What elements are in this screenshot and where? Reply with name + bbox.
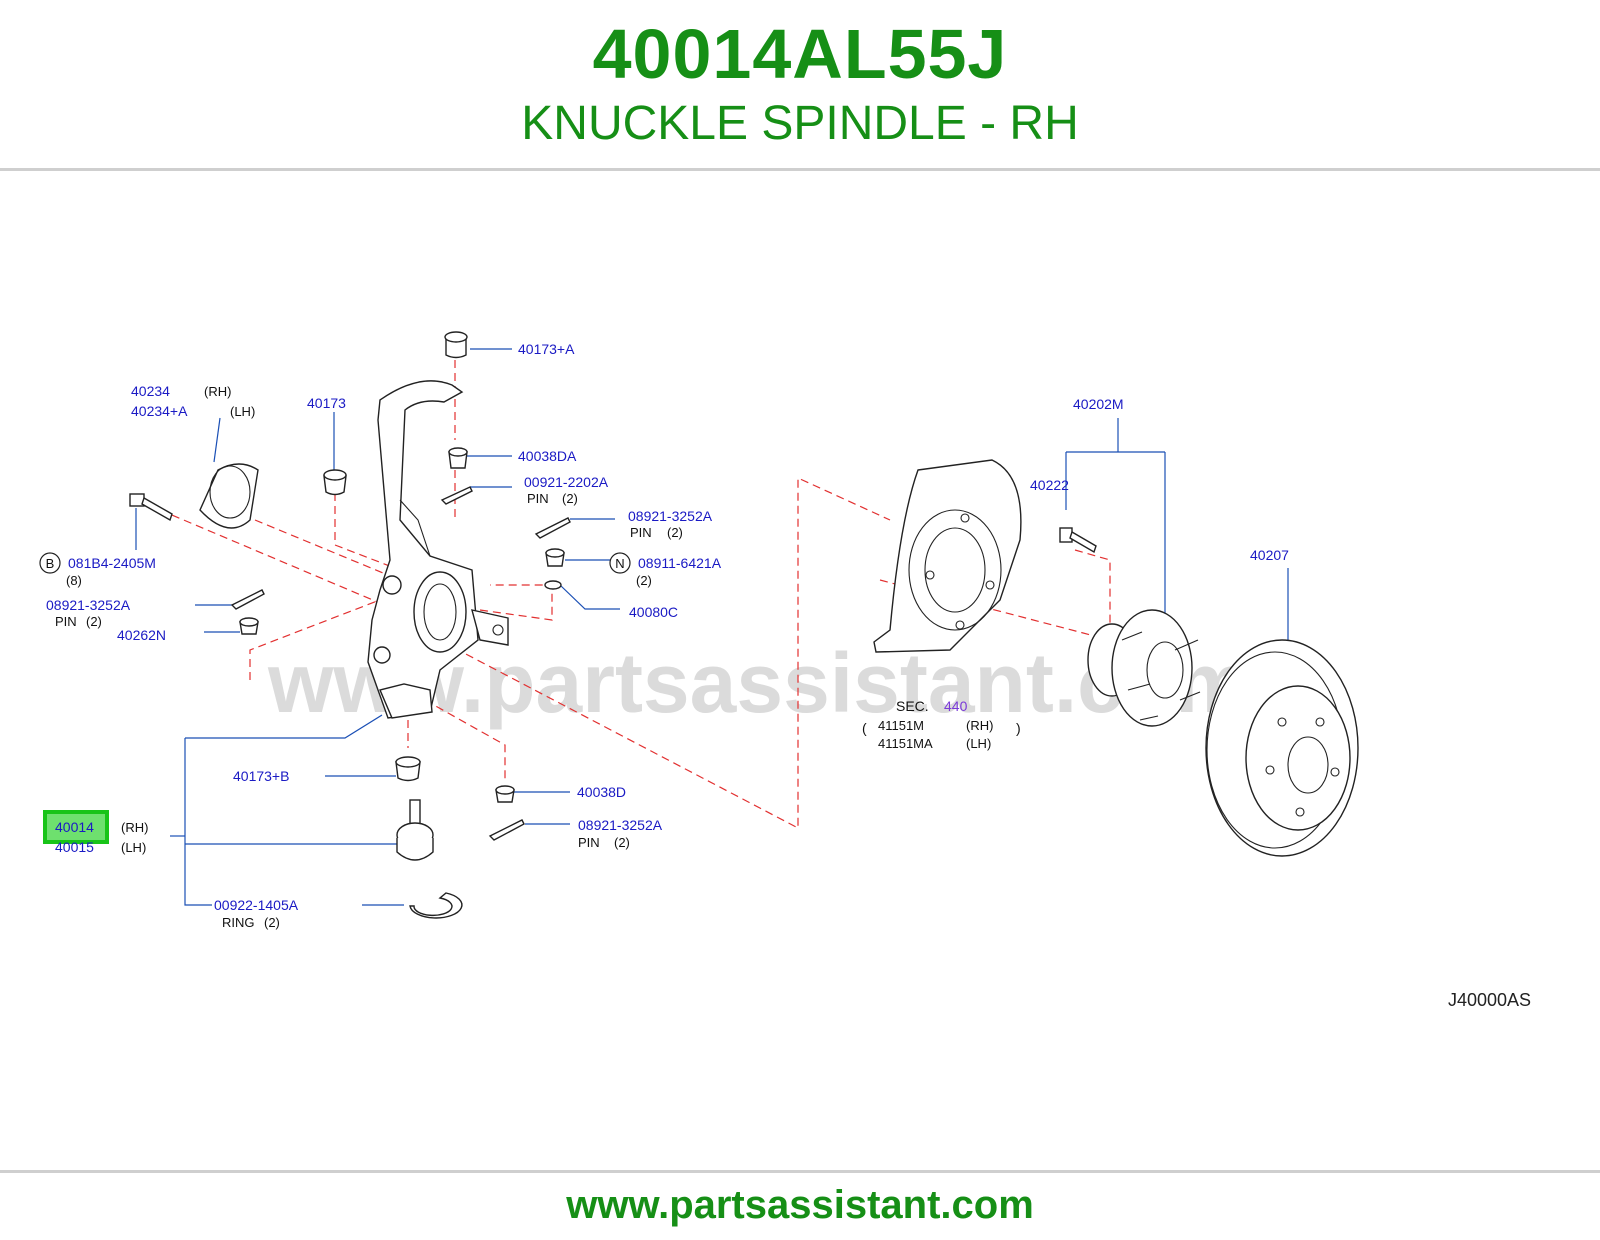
brake-rotor-part [1205,639,1359,857]
page-header: 40014AL55J KNUCKLE SPINDLE - RH [0,0,1600,168]
bracket-left: ( [862,720,867,736]
callout-00922-1405a[interactable]: 00922-1405A [214,897,299,913]
callout-41151m: 41151M [878,718,924,733]
nut-bottom-part [495,785,515,803]
callout-40173a[interactable]: 40173+A [518,341,575,357]
callout-08921-left-qty: (2) [86,614,102,629]
callout-40038da[interactable]: 40038DA [518,448,577,464]
callout-00921-qty: (2) [562,491,578,506]
bracket-right: ) [1016,720,1021,736]
callout-40173[interactable]: 40173 [307,395,346,411]
section-ref-prefix: SEC. [896,698,929,714]
callout-00921-2202a[interactable]: 00921-2202A [524,474,609,490]
knuckle-spindle-part [367,380,509,719]
hub-bolt-part [1059,527,1097,554]
dust-cover-part [199,463,259,529]
callout-40207[interactable]: 40207 [1250,547,1289,563]
cotter-pin-2 [534,517,571,539]
callout-08911-6421a[interactable]: 08911-6421A [638,555,722,571]
callout-08911-qty: (2) [636,573,652,588]
part-number-title: 40014AL55J [592,15,1008,93]
callout-08921-bottom[interactable]: 08921-3252A [578,817,663,833]
callout-40015[interactable]: 40015 [55,839,94,855]
callout-40014[interactable]: 40014 [55,819,94,835]
leader-lines [135,348,1289,906]
callout-40202m[interactable]: 40202M [1073,396,1124,412]
callout-41151ma-side: (LH) [966,736,991,751]
badge-b-letter: B [46,556,55,571]
ball-joint-part [396,799,434,861]
bolt-part [129,493,173,522]
callout-40234[interactable]: 40234 [131,383,170,399]
cotter-pin-3 [230,589,265,610]
section-ref-number[interactable]: 440 [944,698,968,714]
callout-40222[interactable]: 40222 [1030,477,1069,493]
cotter-pin-4 [488,819,525,841]
callout-08921-left-desc: PIN [55,614,77,629]
callout-40080c[interactable]: 40080C [629,604,678,620]
callout-08921-bottom-qty: (2) [614,835,630,850]
callout-40173b[interactable]: 40173+B [233,768,289,784]
callout-40262n[interactable]: 40262N [117,627,166,643]
callout-40014-side: (RH) [121,820,148,835]
bushing-part [323,469,347,496]
callout-081b4-2405m[interactable]: 081B4-2405M [68,555,156,571]
callout-08921-top-desc: PIN [630,525,652,540]
callout-081b4-qty: (8) [66,573,82,588]
cotter-pin-1 [440,486,473,505]
callout-40234-side: (RH) [204,384,231,399]
callout-40234a-side: (LH) [230,404,255,419]
callout-40234a[interactable]: 40234+A [131,403,188,419]
snap-ring-part [409,892,463,919]
badge-n-letter: N [615,556,624,571]
callout-08921-top[interactable]: 08921-3252A [628,508,713,524]
header-divider [0,168,1600,171]
badge-b: B [39,552,61,574]
badge-n: N [609,552,631,574]
highlight-box-40014 [43,810,109,844]
footer-divider [0,1170,1600,1173]
bushing-bottom-part [395,756,421,782]
callout-00922-qty: (2) [264,915,280,930]
nut-top-part [448,447,468,469]
callout-08921-bottom-desc: PIN [578,835,600,850]
bushing-top-part [444,331,468,359]
callout-08921-left[interactable]: 08921-3252A [46,597,131,613]
part-name-subtitle: KNUCKLE SPINDLE - RH [521,97,1079,150]
nut-left-part [239,617,259,635]
footer-website-link[interactable]: www.partsassistant.com [566,1183,1034,1227]
callout-08921-top-qty: (2) [667,525,683,540]
callout-00921-desc: PIN [527,491,549,506]
backing-plate-part [873,459,1022,653]
callout-41151m-side: (RH) [966,718,993,733]
washer-part [544,580,562,590]
diagram-reference-code: J40000AS [1448,990,1531,1010]
nut-n-part [545,548,565,567]
callout-40038d[interactable]: 40038D [577,784,626,800]
callout-00922-desc: RING [222,915,255,930]
callout-40015-side: (LH) [121,840,146,855]
hub-assembly-part [1087,609,1201,727]
callout-41151ma: 41151MA [878,736,933,751]
